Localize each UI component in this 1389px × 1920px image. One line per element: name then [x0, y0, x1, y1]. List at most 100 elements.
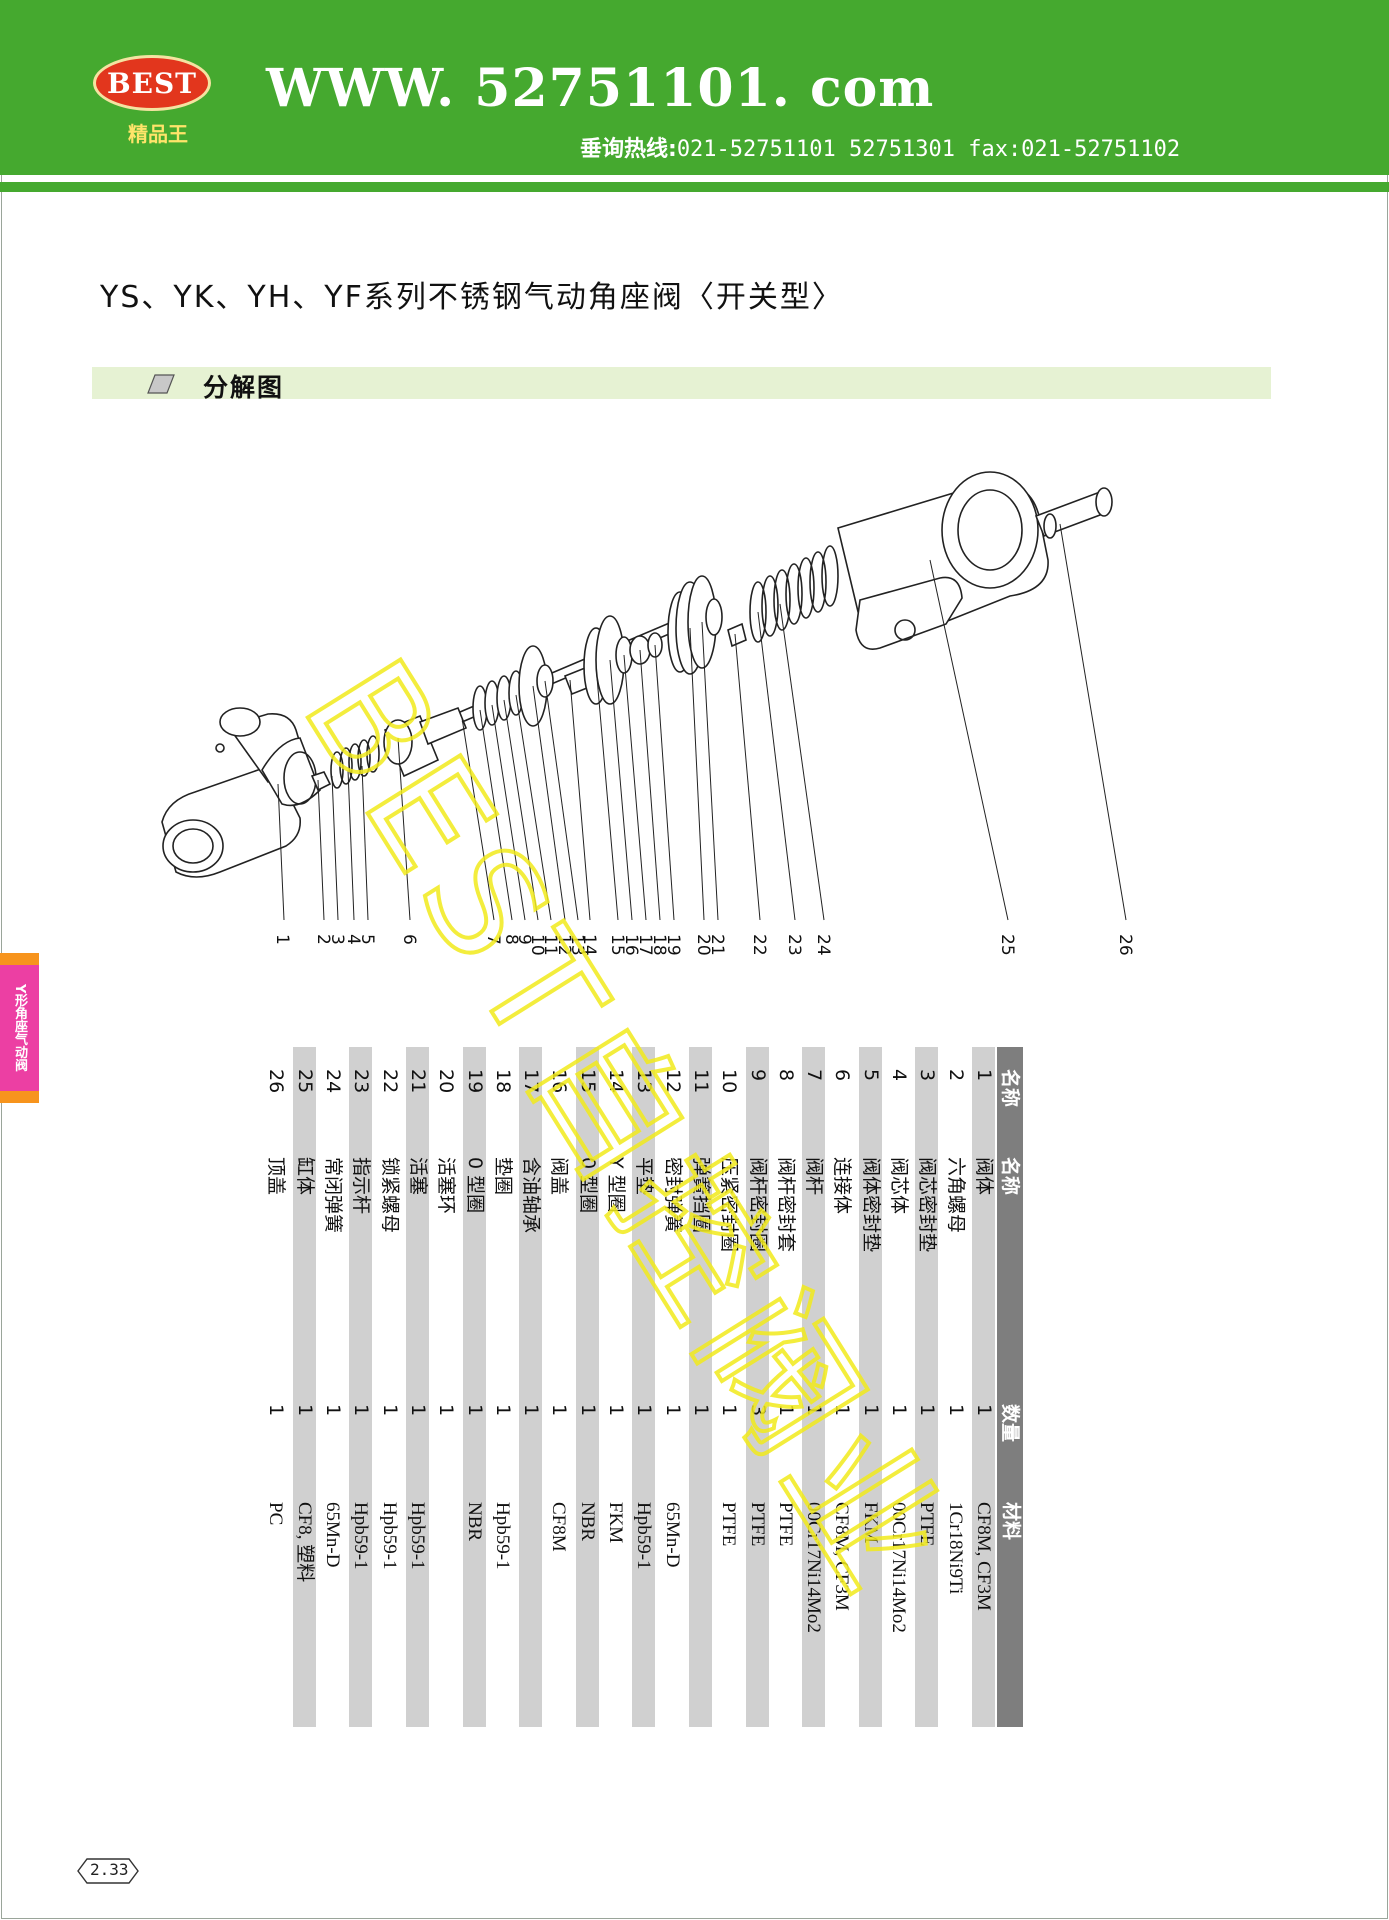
cell-qty: 1 [463, 1404, 486, 1417]
page-number-badge [77, 1858, 139, 1884]
valve-body-part [161, 707, 321, 878]
cell-material: 1Cr18Ni9Ti [944, 1502, 966, 1595]
cell-no: 26 [265, 1069, 288, 1094]
cell-material: Hpb59-1 [378, 1502, 400, 1570]
best-logo[interactable]: BEST [93, 55, 211, 111]
cell-name: 平垫 [633, 1157, 656, 1196]
hotline: 垂询热线:021-52751101 52751301 fax:021-52751… [580, 131, 1180, 163]
cell-material: FKM [605, 1502, 627, 1544]
cell-no: 7 [803, 1069, 826, 1082]
table-header-row: 名称名称数量材料 [997, 1047, 1023, 1727]
callout-8: 8 [501, 934, 521, 945]
cell-material: Hpb59-1 [633, 1502, 655, 1570]
header-cell-name: 名称 [999, 1157, 1021, 1196]
cell-name: 阀体 [973, 1157, 995, 1196]
cell-qty: 1 [265, 1404, 288, 1417]
cell-qty: 1 [916, 1404, 939, 1417]
cell-qty: 1 [491, 1404, 514, 1417]
cell-qty: 1 [944, 1404, 967, 1417]
cell-name: 阀盖 [548, 1157, 571, 1196]
cell-name: 锁紧螺母 [378, 1157, 401, 1234]
cell-name: 连接体 [831, 1157, 854, 1215]
cell-no: 16 [548, 1069, 571, 1094]
cell-no: 5 [859, 1069, 882, 1082]
callout-2: 2 [313, 934, 333, 945]
cell-no: 2 [944, 1069, 967, 1082]
callout-5: 5 [357, 934, 377, 945]
cell-no: 8 [774, 1069, 797, 1082]
callout-18: 18 [649, 934, 669, 956]
cell-material: PTFE [774, 1502, 796, 1547]
cell-name: 阀杆密封圈 [746, 1157, 769, 1253]
cell-qty: 1 [718, 1404, 741, 1417]
cell-no: 24 [322, 1069, 345, 1094]
cell-no: 20 [435, 1069, 458, 1094]
header-stripe [0, 182, 1389, 192]
cell-qty: 1 [774, 1404, 797, 1417]
callout-25: 25 [997, 934, 1017, 956]
callout-12: 12 [554, 934, 574, 956]
callout-10: 10 [527, 934, 547, 956]
cell-no: 25 [293, 1069, 316, 1094]
callout-20: 20 [693, 934, 713, 956]
cell-name: 常闭弹簧 [322, 1157, 345, 1234]
cell-name: 含油轴承 [520, 1157, 543, 1234]
cell-material: NBR [463, 1502, 485, 1542]
cell-material [519, 1502, 542, 1722]
cell-name: 阀体密封垫 [859, 1157, 882, 1253]
cell-name: 缸体 [293, 1157, 316, 1196]
hotline-numbers: 021-52751101 52751301 fax:021-52751102 [676, 137, 1181, 162]
cell-name: 活塞 [407, 1157, 429, 1196]
cell-name: 指示杆 [350, 1157, 373, 1215]
cell-material [689, 1502, 712, 1722]
callout-6: 6 [399, 934, 419, 945]
cell-material: 00Cr17Ni14Mo2 [803, 1502, 825, 1633]
cell-no: 19 [463, 1069, 486, 1094]
cell-no: 18 [491, 1069, 514, 1094]
cell-qty: 1 [435, 1404, 458, 1417]
site-url[interactable]: WWW. 52751101. com [266, 58, 935, 119]
cell-qty: 1 [293, 1404, 316, 1417]
side-tab[interactable]: Y形角座气动阀 [0, 953, 39, 1103]
cell-name: 弹簧挡圈 [690, 1157, 712, 1234]
callout-24: 24 [813, 934, 833, 956]
header-cell-qty: 数量 [999, 1404, 1021, 1443]
cell-qty: 1 [576, 1404, 599, 1417]
exploded-view-drawing: 1 2 3 4 5 6 7 8 9 10 11 12 13 14 15 16 1… [161, 471, 1135, 956]
logo-text: BEST [106, 66, 198, 100]
cell-qty: 3 [746, 1404, 769, 1417]
cell-no: 1 [973, 1069, 995, 1082]
cell-material [434, 1502, 457, 1722]
cell-material: CF8M [548, 1502, 570, 1552]
cell-name: 密封弹簧 [661, 1157, 684, 1234]
cell-no: 22 [378, 1069, 401, 1094]
callout-4: 4 [343, 934, 363, 945]
cell-no: 11 [690, 1069, 712, 1094]
callout-3: 3 [327, 934, 347, 945]
cell-material: FKM [859, 1502, 881, 1544]
callout-1: 1 [272, 934, 292, 945]
cell-no: 23 [350, 1069, 373, 1094]
cell-material: CF8M, CF3M [973, 1502, 994, 1611]
cell-name: 阀芯体 [888, 1157, 911, 1215]
cell-name: 0 型圈 [463, 1157, 486, 1214]
cell-material: CF8M, CF3M [831, 1502, 853, 1611]
cell-qty: 1 [831, 1404, 854, 1417]
